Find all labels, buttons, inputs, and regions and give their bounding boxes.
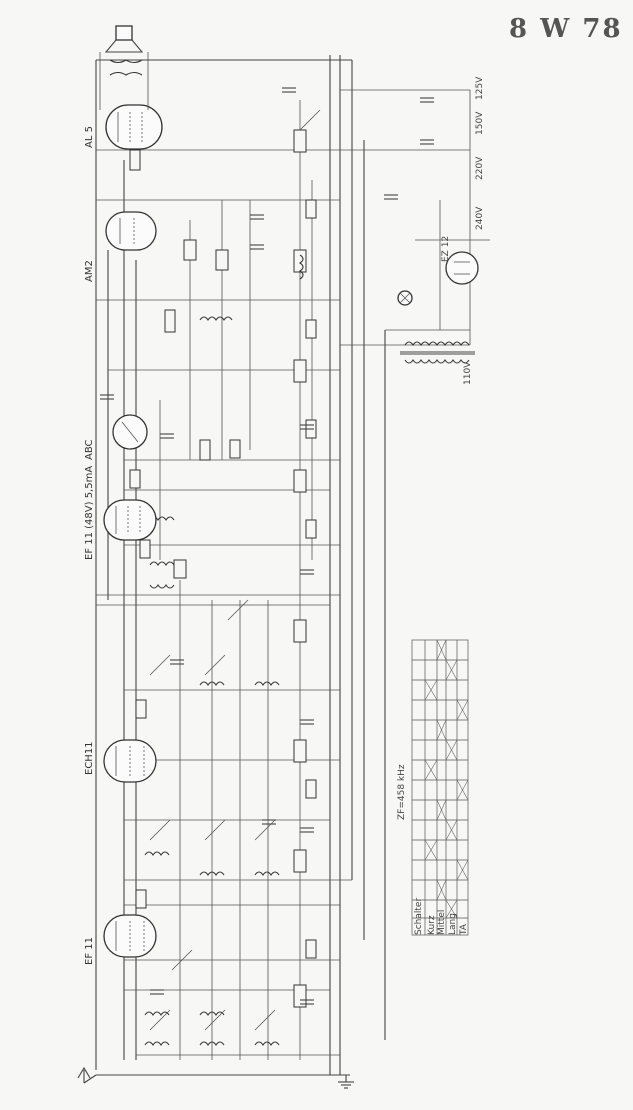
resistors <box>129 129 317 1008</box>
page-title: 8 W 78 <box>509 14 623 44</box>
table-row-label: Schalter <box>414 898 424 935</box>
mains-tap-label: 150V <box>475 111 485 135</box>
mains-tap-label: 220V <box>475 156 485 180</box>
tube-label-ez12: EZ 12 <box>441 236 451 262</box>
table-row-label: TA <box>459 923 469 936</box>
coils <box>109 59 475 1046</box>
switch-table-headers: Schalter Kurz Mittel Lang TA <box>414 898 469 936</box>
mains-tap-label: 110V <box>463 361 473 385</box>
pilot-lamp <box>397 290 413 306</box>
tube-ez12 <box>445 251 479 285</box>
stage-wiring <box>96 89 490 1056</box>
mains-tap-label: 240V <box>475 206 485 230</box>
tube-al5 <box>105 104 163 150</box>
capacitors <box>100 87 434 1005</box>
tube-ef <box>103 499 157 541</box>
ground-icon <box>338 1075 354 1089</box>
tuning-capacitors <box>149 109 321 1031</box>
switch-table <box>411 639 469 936</box>
tube-ech11 <box>103 739 157 783</box>
bus-rails <box>95 55 386 1076</box>
tube-am2 <box>105 211 157 251</box>
tube-ef11 <box>103 914 157 958</box>
antenna-icon <box>77 1066 97 1084</box>
component-columns <box>159 100 313 1060</box>
table-row-label: Mittel <box>437 910 447 935</box>
tube-label-abc: ABC <box>84 439 95 460</box>
tube-label-ef: EF 11 (48V) 5,5mA <box>84 466 95 560</box>
tube-label-am2: AM2 <box>84 260 95 282</box>
tube-label-ef11: EF 11 <box>84 937 95 965</box>
tube-label-ech11: ECH11 <box>84 741 95 775</box>
loudspeaker-icon <box>99 25 149 110</box>
mains-taps: 240V 220V 150V 125V 110V <box>463 76 485 385</box>
mains-tap-label: 125V <box>475 76 485 100</box>
table-row-label: Lang <box>448 913 458 935</box>
tube-abc <box>112 414 148 450</box>
if-frequency-label: ZF=458 kHz <box>397 764 407 820</box>
table-row-label: Kurz <box>427 915 437 935</box>
tube-label-al5: AL 5 <box>84 126 95 148</box>
